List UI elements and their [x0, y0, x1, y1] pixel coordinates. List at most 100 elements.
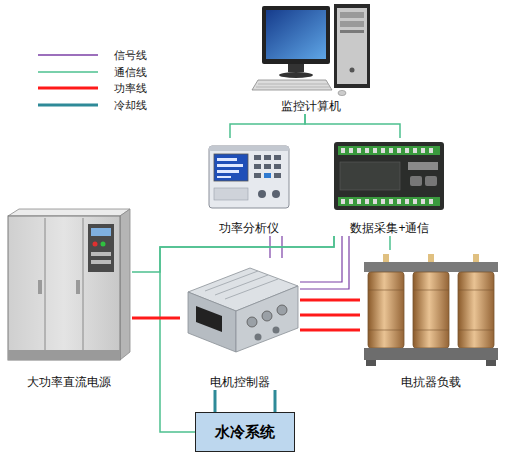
computer-illustration-part: [338, 90, 346, 95]
daq-terminals-part: [397, 148, 401, 153]
reactor-illustration-part: [458, 290, 494, 291]
power-analyzer-illustration-part: [264, 155, 271, 160]
dc-supply-illustration-part: [91, 228, 111, 236]
daq-terminals-part: [341, 199, 345, 204]
daq-terminals-part: [349, 148, 353, 153]
power-analyzer-illustration-part: [274, 164, 281, 169]
computer-illustration-part: [334, 4, 370, 88]
power-analyzer-illustration-part: [254, 173, 261, 178]
node-label: 电抗器负载: [401, 374, 461, 390]
daq-illustration-part: [338, 146, 440, 155]
dc-supply-illustration-part: [93, 242, 98, 247]
power-analyzer-illustration: [209, 146, 289, 208]
cooling-line-sample: [38, 104, 98, 107]
power-analyzer-illustration-part: [274, 155, 281, 160]
analyzer-node: 功率分析仪: [205, 138, 293, 236]
dc-supply-illustration-part: [45, 218, 46, 350]
controller-illustration-part: [255, 334, 262, 341]
power-analyzer-illustration-part: [209, 146, 289, 208]
reactor-illustration-part: [368, 290, 404, 291]
computer-illustration-part: [252, 80, 332, 90]
cooling-line: [214, 390, 217, 412]
daq-illustration-part: [425, 176, 437, 186]
computer-illustration-part: [340, 30, 364, 33]
signal-line-sample: [38, 54, 98, 56]
controller-illustration-part: [236, 286, 298, 352]
reactor-illustration-part: [413, 290, 449, 291]
controller-illustration-part: [205, 271, 258, 291]
computer-illustration-part: [340, 12, 364, 18]
reactor-illustration-part: [458, 272, 494, 348]
computer-illustration-part: [337, 8, 367, 84]
reactor-illustration-part: [366, 360, 376, 366]
daq-terminals-part: [405, 148, 409, 153]
power-supply-node: 大功率直流电源: [5, 205, 132, 390]
signal-line: [300, 236, 349, 289]
reactor-illustration-part: [364, 262, 498, 272]
daq-terminals-part: [421, 199, 425, 204]
controller-illustration-part: [273, 327, 280, 334]
computer-illustration-part: [340, 21, 364, 27]
comm-line-sample: [38, 71, 98, 73]
daq-terminals-part: [413, 199, 417, 204]
daq-terminals-part: [365, 148, 369, 153]
computer-illustration-part: [256, 87, 330, 88]
dc-supply-illustration-part: [8, 216, 120, 360]
node-label: 电机控制器: [210, 374, 270, 390]
comm-line: [160, 236, 334, 432]
daq-terminals-part: [429, 199, 433, 204]
daq-node: 数据采集+通信: [330, 138, 450, 236]
legend-label: 冷却线: [114, 98, 147, 112]
dc-supply-illustration-part: [83, 218, 84, 350]
signal-line: [300, 236, 342, 282]
computer-illustration-part: [258, 84, 328, 85]
dc-supply-illustration: [8, 209, 130, 360]
daq-terminals-part: [373, 199, 377, 204]
reactor-illustration-part: [413, 272, 449, 348]
daq-terminals-part: [413, 148, 417, 153]
dc-supply-illustration-part: [8, 209, 130, 216]
controller-illustration-part: [188, 292, 236, 352]
comm-line: [305, 114, 400, 138]
dc-supply-illustration-part: [91, 260, 111, 264]
dc-supply-illustration-part: [91, 252, 111, 256]
daq-illustration-part: [340, 162, 400, 190]
node-label: 大功率直流电源: [27, 374, 111, 390]
controller-illustration-part: [277, 305, 287, 315]
power-analyzer-illustration-part: [217, 164, 243, 167]
daq-terminals-part: [397, 199, 401, 204]
daq-terminals-part: [429, 148, 433, 153]
daq-illustration-part: [334, 142, 444, 210]
daq-terminals-part: [357, 148, 361, 153]
daq-terminals-part: [349, 199, 353, 204]
computer-illustration-part: [288, 64, 304, 72]
power-line-sample: [38, 87, 98, 90]
daq-terminals-part: [381, 199, 385, 204]
reactor-illustration-part: [458, 330, 494, 331]
controller-illustration-part: [225, 279, 278, 299]
comm-line: [132, 236, 334, 272]
power-analyzer-illustration-part: [274, 173, 281, 178]
daq-terminals-part: [381, 148, 385, 153]
power-analyzer-illustration-part: [258, 190, 266, 198]
daq-terminals-part: [341, 148, 345, 153]
daq-terminals-part: [357, 199, 361, 204]
controller-illustration-part: [262, 311, 272, 321]
computer-illustration-part: [266, 10, 326, 59]
computer-node: 监控计算机: [250, 4, 372, 114]
legend-label: 信号线: [114, 48, 147, 62]
power-analyzer-illustration-part: [217, 170, 239, 173]
legend-label: 通信线: [114, 65, 147, 79]
daq-terminals-part: [389, 199, 393, 204]
node-label: 数据采集+通信: [350, 220, 429, 236]
power-analyzer-illustration-part: [214, 188, 248, 200]
dc-supply-illustration-part: [88, 224, 114, 272]
reactor-illustration-part: [364, 348, 498, 360]
daq-illustration-part: [408, 162, 438, 170]
computer-illustration-part: [279, 72, 313, 78]
controller-illustration-part: [196, 306, 222, 332]
reactor-node: 电抗器负载: [360, 250, 502, 390]
power-analyzer-illustration-part: [214, 154, 248, 181]
daq-terminals-part: [373, 148, 377, 153]
